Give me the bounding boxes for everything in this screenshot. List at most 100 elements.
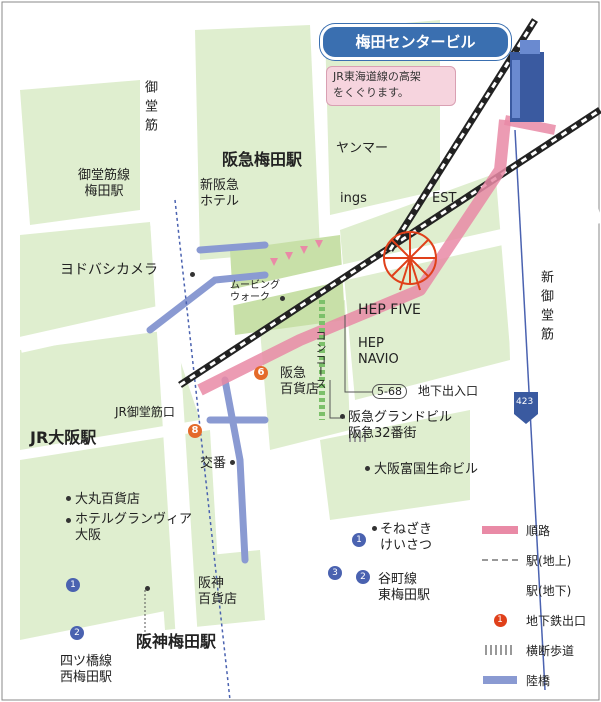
label-line2: NAVIO [358,351,399,367]
block-hankyu [195,25,320,260]
label-line2: ウォーク [230,292,270,303]
legend: 順路 駅(地上) 駅(地下) 1 地下鉄出口 横断歩道 陸橋 [480,518,590,698]
road-ew [18,207,601,353]
underpass-south [221,376,249,564]
label-line2: 梅田駅 [84,183,124,199]
label-shin-hankyu-hotel: 新阪急 ホテル [200,178,239,209]
label-shin-midosuji: 新御堂筋 [538,270,553,346]
footbridge-hankyu [196,241,269,254]
marker-dot [190,272,195,277]
block-nw [20,80,140,225]
legend-station-below-symbol [480,583,520,597]
marker-dot [372,526,377,531]
legend-item-route: 順路 [480,518,590,542]
hankyu-rail-stripe [388,19,537,251]
label-line1: 阪急グランドビル [348,410,453,425]
label-route-423: 423 [516,397,534,407]
label-hep-five: HEP FIVE [358,302,421,318]
label-line1: ホテルグランヴィア [75,512,193,527]
label-midosuji-line-umeda: 御堂筋線 梅田駅 [78,168,130,199]
label-line2: けいさつ [380,537,433,553]
route-arrow [315,240,323,248]
label-yotsubashi: 四ツ橋線 西梅田駅 [60,654,112,685]
building-top [520,40,540,54]
legend-label: 駅(地下) [526,583,572,598]
marker-dot [365,466,370,471]
label-osaka-fukoku: 大阪富国生命ビル [374,462,479,477]
footbridges [146,241,269,564]
callout-box: JR東海道線の高架 をくぐります。 [326,66,456,106]
label-line2: 西梅田駅 [60,669,113,685]
legend-item-station-below: 駅(地下) [480,578,590,602]
legend-subway-exit-symbol: 1 [480,613,520,627]
legend-item-footbridge: 陸橋 [480,668,590,692]
footbridge-north [146,271,269,334]
label-exit-568: 5-68 [372,384,407,400]
label-est: EST [432,191,457,206]
label-koban: 交番 [200,456,227,471]
legend-crosswalk-symbol [480,643,520,657]
label-line2: 百貨店 [198,591,238,607]
label-moving-walk: ムービング ウォーク [230,280,280,304]
label-line1: 谷町線 [378,572,418,587]
label-line1: 阪急 [280,366,307,381]
label-hotel-granvia: ホテルグランヴィア 大阪 [75,512,192,543]
label-daimaru: 大丸百貨店 [75,492,141,507]
label-yodobashi: ヨドバシカメラ [60,262,158,278]
legend-station-above-symbol [480,553,520,567]
legend-label: 横断歩道 [526,643,575,658]
marker-dot [340,414,345,419]
label-jr-midosuji-exit: JR御堂筋口 [115,405,175,419]
station-number-1: 1 [66,578,80,592]
label-chika-iriguchi: 地下出入口 [418,384,479,398]
station-number-2: 2 [356,570,370,584]
legend-label: 順路 [526,523,551,538]
label-line1: 御堂筋線 [78,168,131,183]
building-side [512,60,520,118]
label-hanshin-umeda: 阪神梅田駅 [136,632,217,651]
marker-dot [280,296,285,301]
wheel-leg [409,257,421,291]
block-yodobashi [20,222,160,340]
label-line1: 阪神 [198,576,225,591]
label-midosuji: 御堂筋 [142,80,157,137]
label-line1: 新阪急 [200,178,240,193]
label-hankyu-umeda: 阪急梅田駅 [222,150,303,169]
block-fukoku [320,410,470,520]
label-line1: ムービング [230,280,280,291]
label-line2: 大阪 [75,527,102,543]
label-line1: HEP [358,336,384,351]
legend-footbridge-symbol [480,673,520,687]
legend-item-station-above: 駅(地上) [480,548,590,572]
umeda-center-building [510,40,544,122]
legend-item-subway-exit: 1 地下鉄出口 [480,608,590,632]
label-concourse: コンコース [314,330,327,390]
legend-label: 陸橋 [526,673,551,688]
title-badge: 梅田センタービル [320,24,511,60]
station-number-1: 1 [352,533,366,547]
label-tanimachi: 谷町線 東梅田駅 [378,572,430,603]
label-hanshin-dept: 阪神 百貨店 [198,576,237,607]
legend-route-symbol [480,523,520,537]
subway-exit-badge: 1 [493,613,507,627]
road-midosuji [139,39,201,691]
ferris-wheel-icon [383,231,437,291]
label-yanmar: ヤンマー [336,141,389,156]
label-jr-osaka: JR大阪駅 [30,428,97,447]
callout-line2: をくぐります。 [333,86,409,99]
label-hankyu-grand: 阪急グランドビル 阪急32番街 [348,410,452,441]
label-line2: ホテル [200,193,240,209]
route-arrow [285,252,293,260]
legend-item-crosswalk: 横断歩道 [480,638,590,662]
block-jr-south [20,330,200,450]
route-arrow [300,246,308,254]
marker-dot [230,460,235,465]
wheel-leg [399,257,411,291]
exit-badge-6: 6 [254,366,268,380]
marker-dot [145,586,150,591]
label-hankyu-dept: 阪急 百貨店 [280,366,319,397]
shield-shape [514,392,538,424]
label-line2: 阪急32番街 [348,425,417,441]
marker-dot [66,496,71,501]
label-line2: 百貨店 [280,381,320,397]
